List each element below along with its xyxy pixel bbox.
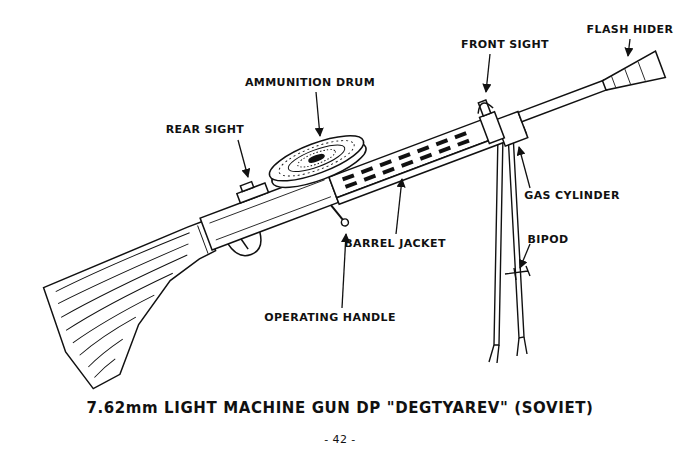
part-label: BARREL JACKET [344,237,446,250]
part-label: AMMUNITION DRUM [245,76,375,89]
part-label: GAS CYLINDER [524,189,620,202]
part-label: FRONT SIGHT [461,38,549,51]
gun-drawing [28,19,680,393]
figure-caption: 7.62mm LIGHT MACHINE GUN DP "DEGTYAREV" … [86,399,593,417]
part-label: OPERATING HANDLE [264,311,396,324]
leader-lines [238,39,630,308]
part-label: REAR SIGHT [166,123,245,136]
part-label: FLASH HIDER [587,23,674,36]
page-number: - 42 - [324,433,355,446]
bipod-drawing [489,128,530,363]
part-label: BIPOD [527,233,568,246]
